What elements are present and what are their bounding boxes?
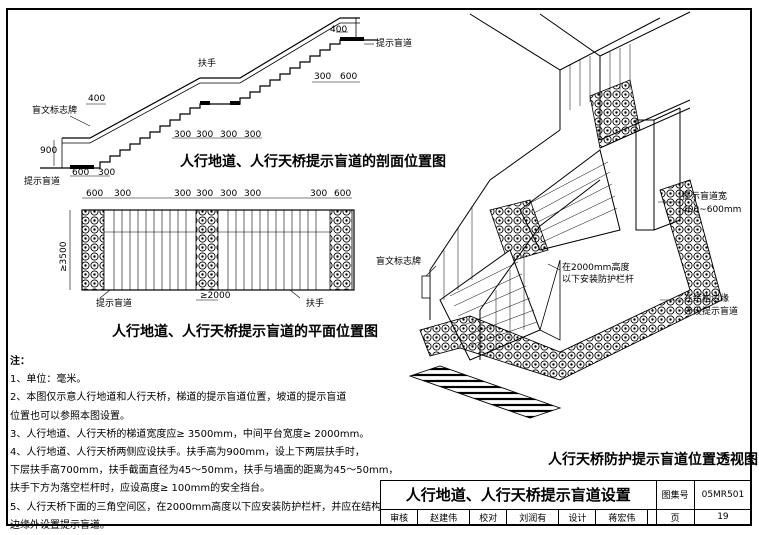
section-step-dim: 300 bbox=[196, 130, 213, 140]
section-dim-300: 300 bbox=[314, 72, 331, 82]
persp-width-label: 提示盲道宽 bbox=[682, 190, 727, 202]
plan-dim-600-left: 600 bbox=[86, 189, 103, 199]
persp-rail-label-1: 在2000mm高度 bbox=[562, 261, 629, 273]
persp-tactile-ground-ring bbox=[419, 179, 723, 381]
persp-sign-label: 盲文标志牌 bbox=[376, 255, 421, 267]
review-label: 审核 bbox=[379, 508, 419, 527]
persp-width-range: 400~600mm bbox=[682, 205, 741, 215]
section-stair-lower bbox=[40, 39, 378, 169]
page-label: 页 bbox=[655, 508, 695, 527]
atlas-label: 图集号 bbox=[655, 480, 695, 510]
section-step-dim: 300 bbox=[220, 130, 237, 140]
plan-dim-300: 300 bbox=[174, 189, 191, 199]
persp-struct-label-1: 在结构边缘 bbox=[684, 292, 729, 304]
section-title: 人行地道、人行天桥提示盲道的剖面位置图 bbox=[180, 153, 446, 170]
review-name: 赵建伟 bbox=[417, 508, 471, 527]
notes-heading: 注： bbox=[10, 356, 30, 367]
plan-tactile-mid bbox=[195, 209, 219, 291]
persp-tactile-mid bbox=[489, 199, 549, 263]
title-block-title: 人行地道、人行天桥提示盲道设置 bbox=[380, 480, 657, 510]
title-block: 人行地道、人行天桥提示盲道设置 图集号 05MR501 审核 赵建伟 校对 刘润… bbox=[379, 480, 753, 527]
plan-view: 600 300 300 300 300 300 300 600 ≥3500 ≥2… bbox=[59, 189, 378, 340]
section-dim-900: 900 bbox=[40, 146, 57, 156]
perspective-view: 提示盲道宽 400~600mm 盲文标志牌 在2000mm高度 以下安装防护栏杆… bbox=[376, 11, 758, 468]
persp-guide-strip bbox=[408, 365, 562, 419]
section-step-dim: 300 bbox=[244, 130, 261, 140]
section-handrail-label: 扶手 bbox=[198, 57, 216, 69]
plan-tactile-left bbox=[81, 209, 105, 291]
note-line: 2、本图仅示意人行地道和人行天桥，梯道的提示盲道位置，坡道的提示盲道 bbox=[10, 392, 347, 404]
page-number: 19 bbox=[693, 508, 753, 527]
section-blind-sign-label: 盲文标志牌 bbox=[32, 104, 77, 116]
check-label: 校对 bbox=[469, 508, 508, 527]
plan-dim-300: 300 bbox=[196, 189, 213, 199]
section-dim-400-top: 400 bbox=[330, 25, 347, 35]
plan-dim-width: ≥3500 bbox=[59, 241, 69, 272]
design-label: 设计 bbox=[558, 508, 597, 527]
persp-tactile-upper bbox=[589, 79, 641, 149]
plan-dim-600-right: 600 bbox=[334, 189, 351, 199]
atlas-number: 05MR501 bbox=[693, 480, 753, 510]
plan-dim-300-left: 300 bbox=[114, 189, 131, 199]
persp-rail-label-2: 以下安装防护栏杆 bbox=[562, 273, 634, 285]
section-tactile-strip bbox=[70, 165, 94, 169]
design-name: 蒋宏伟 bbox=[595, 508, 649, 527]
note-line: 5、人行天桥下面的三角空间区，在2000mm高度以下应安装防护栏杆，并应在结构 bbox=[10, 501, 382, 513]
section-handrail bbox=[62, 17, 360, 139]
plan-tactile-label: 提示盲道 bbox=[96, 297, 132, 309]
plan-dim-platform: ≥2000 bbox=[200, 291, 231, 301]
check-name: 刘润有 bbox=[506, 508, 560, 527]
note-line: 3、人行地道、人行天桥的梯道宽度应≥ 3500mm，中间平台宽度≥ 2000mm… bbox=[10, 428, 370, 440]
note-line: 扶手下方为落空栏杆时，应设高度≥ 100mm的安全挡台。 bbox=[10, 483, 271, 495]
section-dim-600-bottom: 600 bbox=[72, 168, 89, 178]
persp-struct-label-2: 外设提示盲道 bbox=[684, 305, 738, 317]
note-line: 4、人行地道、人行天桥两侧应设扶手。扶手高为900mm，设上下两层扶手时， bbox=[10, 447, 365, 459]
section-dim-300-bottom: 300 bbox=[98, 168, 115, 178]
note-line: 下层扶手高700mm，扶手截面直径为45～50mm，扶手与墙面的距离为45～50… bbox=[10, 465, 399, 477]
note-line: 边缘外设置提示盲道。 bbox=[10, 519, 110, 531]
signature-area bbox=[647, 508, 657, 527]
section-view: 400 400 300 600 900 600 300 300 300 300 … bbox=[24, 17, 446, 187]
plan-dim-300: 300 bbox=[244, 189, 261, 199]
section-dim-600: 600 bbox=[340, 72, 357, 82]
section-step-dim: 300 bbox=[174, 130, 191, 140]
plan-dim-300-right: 300 bbox=[310, 189, 327, 199]
persp-blind-sign bbox=[421, 275, 431, 299]
section-tactile-top-label: 提示盲道 bbox=[376, 37, 412, 49]
note-line: 位置也可以参照本图设置。 bbox=[10, 410, 130, 422]
plan-dim-300: 300 bbox=[220, 189, 237, 199]
plan-title: 人行地道、人行天桥提示盲道的平面位置图 bbox=[112, 323, 378, 340]
section-tactile-bottom-label: 提示盲道 bbox=[24, 175, 60, 187]
notes-block: 注： 1、单位：毫米。 2、本图仅示意人行地道和人行天桥，梯道的提示盲道位置，坡… bbox=[10, 353, 399, 535]
plan-handrail-label: 扶手 bbox=[306, 297, 324, 309]
sheet-border bbox=[6, 8, 752, 526]
perspective-title: 人行天桥防护提示盲道位置透视图 bbox=[548, 451, 758, 468]
plan-tactile-right bbox=[329, 209, 353, 291]
note-line: 1、单位：毫米。 bbox=[10, 374, 87, 386]
section-dim-400-left: 400 bbox=[88, 94, 105, 104]
